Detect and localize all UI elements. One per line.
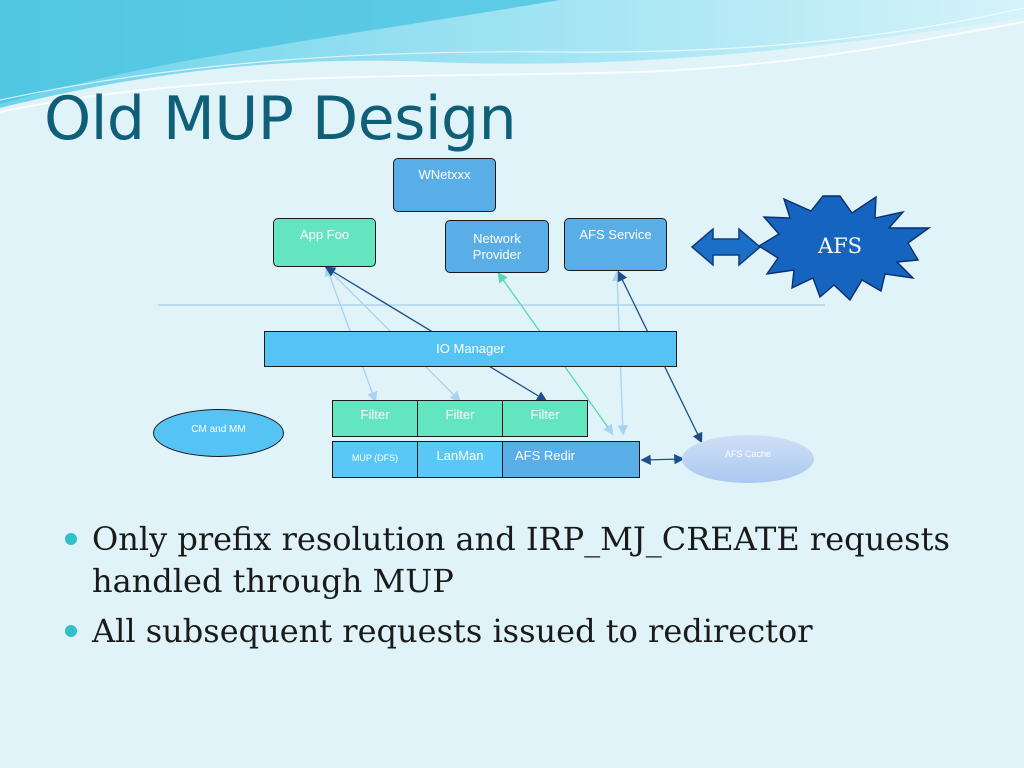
io-manager-bar: IO Manager <box>264 331 677 367</box>
mup-dfs-label: MUP (DFS) <box>351 453 399 463</box>
mup-dfs-box: MUP (DFS) <box>332 441 418 478</box>
network-provider-box: Network Provider <box>445 220 549 273</box>
lanman-box: LanMan <box>417 441 503 478</box>
afs-redir-label: AFS Redir <box>515 448 575 463</box>
bullet-item-2: All subsequent requests issued to redire… <box>62 610 962 652</box>
afs-redir-box: AFS Redir <box>502 441 640 478</box>
bullet-text-1: Only prefix resolution and IRP_MJ_CREATE… <box>92 520 950 600</box>
app-foo-box: App Foo <box>273 218 376 267</box>
filter-box-2: Filter <box>417 400 503 437</box>
afs-cache-label: AFS Cache <box>724 449 772 459</box>
filter-label-1: Filter <box>360 407 390 422</box>
afs-cache-ellipse: AFS Cache <box>682 435 814 483</box>
afs-star-shape <box>757 195 932 302</box>
network-provider-line1: Network <box>473 231 521 246</box>
filter-box-3: Filter <box>502 400 588 437</box>
bullet-text-2: All subsequent requests issued to redire… <box>92 612 813 650</box>
io-manager-label: IO Manager <box>436 341 505 356</box>
bullet-dot-icon <box>65 533 77 545</box>
afs-service-label: AFS Service <box>579 227 652 242</box>
afs-star-label: AFS <box>817 234 863 258</box>
filter-label-3: Filter <box>530 407 560 422</box>
wnetxxx-label: WNetxxx <box>418 167 471 182</box>
cm-and-mm-label: CM and MM <box>191 424 246 435</box>
double-arrow-icon <box>690 227 762 267</box>
arrow-redir-cache <box>640 454 685 465</box>
bullet-item-1: Only prefix resolution and IRP_MJ_CREATE… <box>62 518 962 602</box>
wnetxxx-box: WNetxxx <box>393 158 496 212</box>
network-provider-line2: Provider <box>472 247 522 262</box>
filter-label-2: Filter <box>445 407 475 422</box>
bullet-list: Only prefix resolution and IRP_MJ_CREATE… <box>62 518 962 660</box>
app-foo-label: App Foo <box>299 227 350 242</box>
filter-box-1: Filter <box>332 400 418 437</box>
cm-and-mm-ellipse: CM and MM <box>153 409 284 457</box>
header-wave-decoration <box>0 0 1024 113</box>
afs-service-box: AFS Service <box>564 218 667 271</box>
slide-title: Old MUP Design <box>44 84 517 154</box>
bullet-dot-icon <box>65 625 77 637</box>
lanman-label: LanMan <box>436 448 484 463</box>
